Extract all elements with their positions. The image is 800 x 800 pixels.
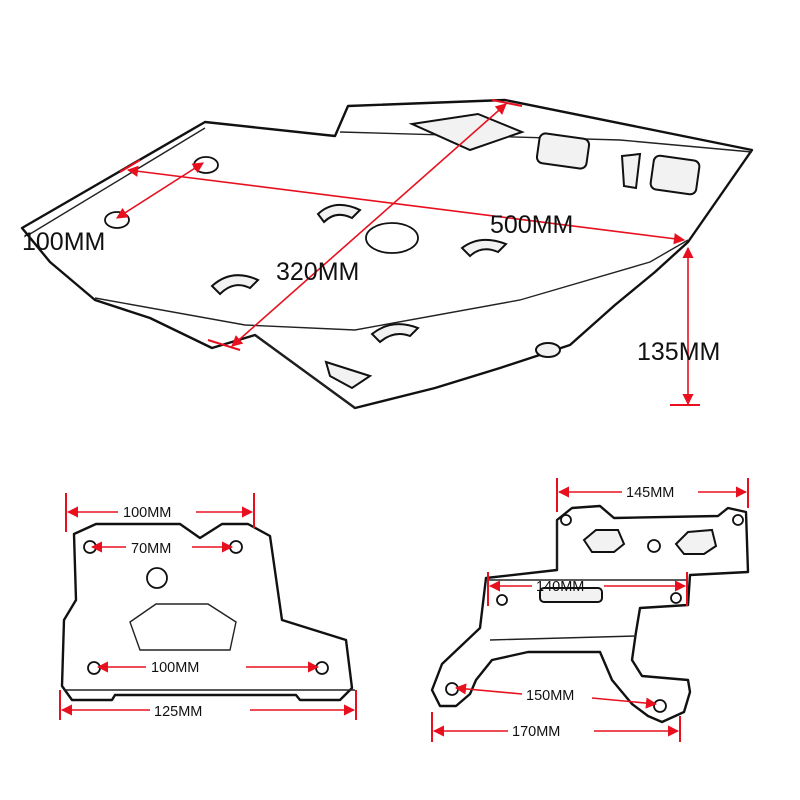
mount-hole <box>146 567 168 589</box>
dimension-150-label: 150MM <box>526 688 574 704</box>
vent-cutout <box>649 154 701 196</box>
dimension-500-label: 500MM <box>490 211 573 239</box>
vent-cutout <box>582 529 626 553</box>
vent-cutout <box>620 152 642 190</box>
mount-hole <box>104 211 130 229</box>
vent-cutout <box>535 132 591 170</box>
mount-hole <box>560 514 572 526</box>
mount-hole <box>315 661 329 675</box>
mount-hole <box>193 156 219 174</box>
dimension-145-label: 145MM <box>626 485 674 501</box>
vent-cutout <box>539 587 603 603</box>
dimension-140-label: 140MM <box>536 579 584 595</box>
front-bracket-drawing <box>60 522 355 702</box>
front-bracket-dimensions <box>59 493 357 720</box>
rear-bracket-dimensions <box>431 478 749 742</box>
mount-hole <box>496 594 508 606</box>
dimension-170-label: 170MM <box>512 724 560 740</box>
vent-cutout <box>324 360 373 390</box>
mount-hole <box>732 514 744 526</box>
mount-hole <box>87 661 101 675</box>
dimension-70-label: 70MM <box>131 541 171 557</box>
mount-hole <box>445 682 459 696</box>
mount-hole <box>653 699 667 713</box>
dimension-125-label: 125MM <box>154 704 202 720</box>
dimension-100-label: 100MM <box>22 228 105 256</box>
vent-cutout <box>674 528 718 555</box>
mount-hole <box>647 539 661 553</box>
dimension-135-label: 135MM <box>637 338 720 366</box>
drain-hole <box>365 222 419 254</box>
mount-hole <box>670 592 682 604</box>
mount-hole <box>535 342 561 358</box>
main-dimensions <box>116 99 700 406</box>
dimension-100-top-label: 100MM <box>123 505 171 521</box>
rear-bracket-drawing <box>430 504 750 724</box>
dimension-100-bottom-label: 100MM <box>151 660 199 676</box>
dimension-320-label: 320MM <box>276 258 359 286</box>
